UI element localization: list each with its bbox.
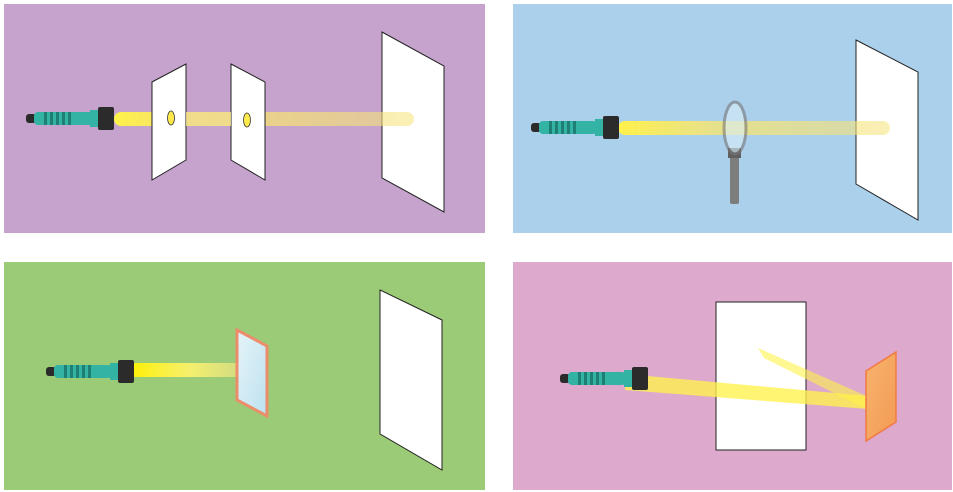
light-beam xyxy=(618,121,890,135)
card-hole-2 xyxy=(244,113,251,127)
light-beam-overlay xyxy=(186,112,231,126)
light-beam xyxy=(129,363,249,377)
magnifying-lens-panel xyxy=(513,4,952,233)
glass-pane-scene xyxy=(4,262,485,490)
glass-pane-panel xyxy=(4,262,485,490)
pinhole-cards-panel xyxy=(4,4,485,233)
mirror-reflection-panel xyxy=(513,262,952,490)
magnifying-lens-scene xyxy=(513,4,952,233)
glass-pane xyxy=(237,330,267,416)
pinhole-cards-scene xyxy=(4,4,485,233)
mirror-reflection-scene xyxy=(513,262,952,490)
card-hole-1 xyxy=(168,111,175,125)
white-screen xyxy=(716,302,806,450)
